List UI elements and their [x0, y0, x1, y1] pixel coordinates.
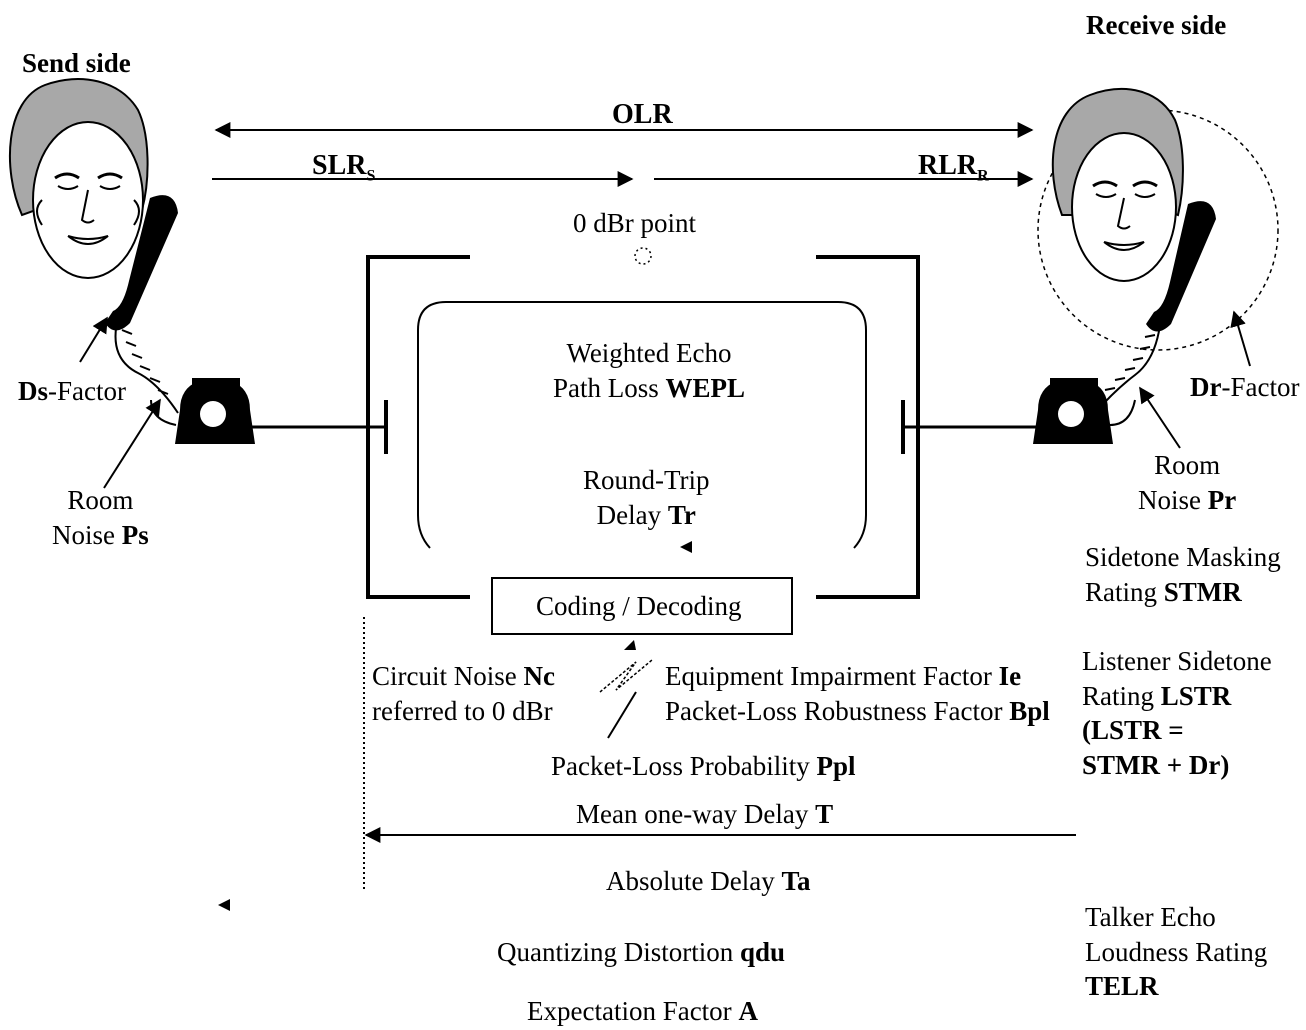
- room-noise-send-label: Room Noise Ps: [52, 485, 149, 550]
- circuit-noise-label: Circuit Noise Nc referred to 0 dBr: [372, 661, 555, 726]
- send-telephone-icon: [150, 378, 255, 444]
- olr-label: OLR: [612, 99, 673, 130]
- mean-one-way-delay-label: Mean one-way Delay T: [576, 799, 834, 829]
- zero-dbr-point-marker: [634, 247, 652, 265]
- expectation-factor-label: Expectation Factor A: [527, 996, 758, 1026]
- round-trip-delay-label: Round-Trip Delay Tr: [583, 465, 710, 530]
- coding-decoding-box: [491, 577, 793, 635]
- ds-factor-label: Ds-Factor: [18, 376, 126, 406]
- lightning-icon: [599, 659, 653, 693]
- send-handset-icon: [105, 195, 179, 414]
- coding-decoding-label: Coding / Decoding: [536, 591, 742, 621]
- zero-dbr-label: 0 dBr point: [573, 208, 697, 238]
- echo-path-loop: [417, 301, 867, 549]
- slr-label: SLRS: [312, 150, 376, 185]
- lstr-label: Listener Sidetone Rating LSTR (LSTR = ST…: [1082, 646, 1272, 780]
- packet-loss-probability-label: Packet-Loss Probability Ppl: [551, 751, 856, 781]
- wepl-label: Weighted Echo Path Loss WEPL: [553, 338, 746, 403]
- rlr-label: RLRR: [918, 150, 989, 185]
- send-side-label: Send side: [22, 48, 131, 78]
- stmr-label: Sidetone Masking Rating STMR: [1085, 542, 1281, 607]
- receive-telephone-icon: [1033, 378, 1136, 444]
- quantizing-distortion-label: Quantizing Distortion qdu: [497, 937, 786, 967]
- absolute-delay-label: Absolute Delay Ta: [606, 866, 811, 896]
- send-person-icon: [8, 78, 149, 279]
- room-noise-receive-label: Room Noise Pr: [1138, 450, 1237, 515]
- dr-factor-label: Dr-Factor: [1190, 372, 1300, 402]
- receive-person-icon: [1037, 88, 1279, 351]
- telr-label: Talker Echo Loudness Rating TELR: [1085, 902, 1268, 1002]
- equipment-impairment-label: Equipment Impairment Factor Ie Packet-Lo…: [665, 661, 1050, 726]
- receive-handset-icon: [1094, 201, 1216, 414]
- receive-side-label: Receive side: [1086, 10, 1227, 40]
